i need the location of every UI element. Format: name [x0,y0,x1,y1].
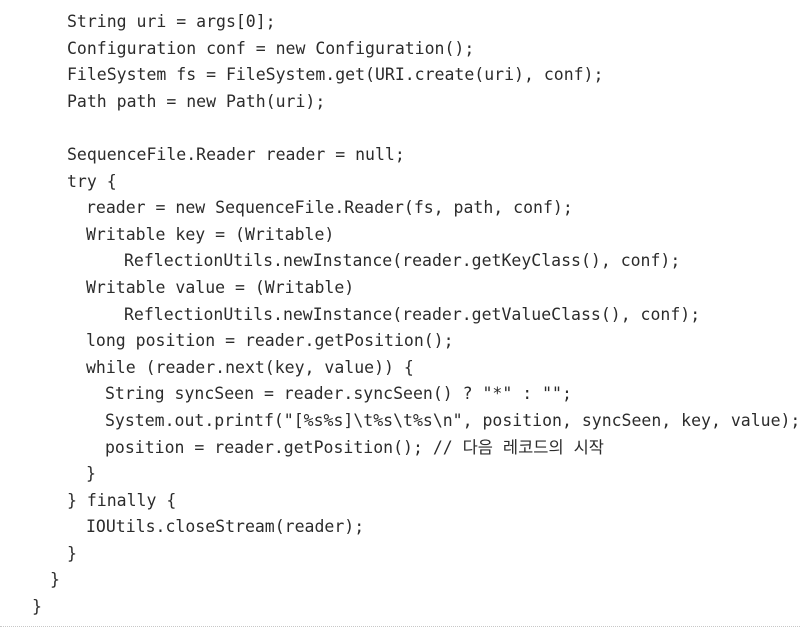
code-line: Writable value = (Writable) [86,277,355,297]
code-line: } [86,464,96,484]
code-line: System.out.printf("[%s%s]\t%s\t%s\n", po… [105,410,800,430]
code-line: } [32,597,42,617]
code-line: } [50,570,60,590]
code-line: ReflectionUtils.newInstance(reader.getVa… [124,304,701,324]
bottom-divider [0,626,800,627]
code-line: ReflectionUtils.newInstance(reader.getKe… [124,251,681,271]
code-line: long position = reader.getPosition(); [86,331,454,351]
code-line: reader = new SequenceFile.Reader(fs, pat… [86,198,573,218]
code-line: Writable key = (Writable) [86,224,335,244]
code-listing: String uri = args[0]; Configuration conf… [0,9,800,621]
code-line [0,115,800,142]
code-line: String syncSeen = reader.syncSeen() ? "*… [105,384,572,404]
code-line: position = reader.getPosition(); // 다음 레… [105,437,604,457]
code-line: } finally { [67,490,177,510]
code-line: Configuration conf = new Configuration()… [67,38,475,58]
code-line: Path path = new Path(uri); [67,91,326,111]
code-line: } [67,543,77,563]
code-line: String uri = args[0]; [67,12,276,31]
code-line: SequenceFile.Reader reader = null; [67,144,405,164]
code-line: try { [67,171,117,191]
code-line: while (reader.next(key, value)) { [86,357,414,377]
code-line: IOUtils.closeStream(reader); [86,517,365,537]
code-line: FileSystem fs = FileSystem.get(URI.creat… [67,65,604,85]
